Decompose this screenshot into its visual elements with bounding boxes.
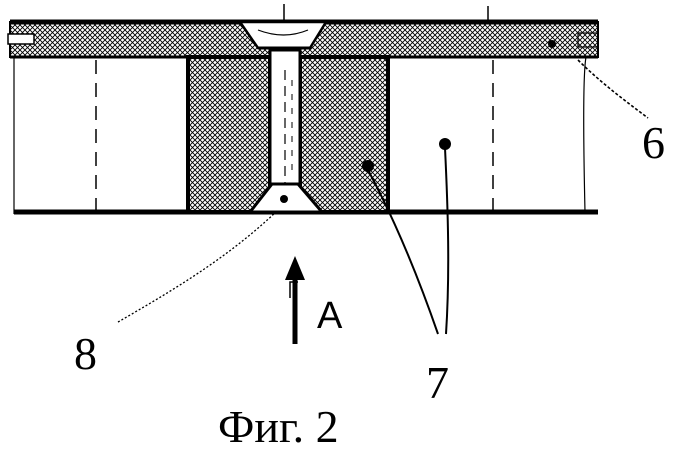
leader-8	[118, 210, 278, 322]
top-funnel	[240, 4, 326, 48]
view-arrow-a	[285, 256, 305, 344]
callout-label-6: 6	[642, 117, 665, 168]
leader-7b	[445, 148, 448, 334]
figure-caption: Фиг. 2	[218, 401, 339, 449]
callout-label-8: 8	[74, 328, 97, 379]
view-letter-a: A	[317, 295, 343, 337]
leader-6	[578, 60, 648, 118]
callout-label-7: 7	[426, 357, 449, 408]
